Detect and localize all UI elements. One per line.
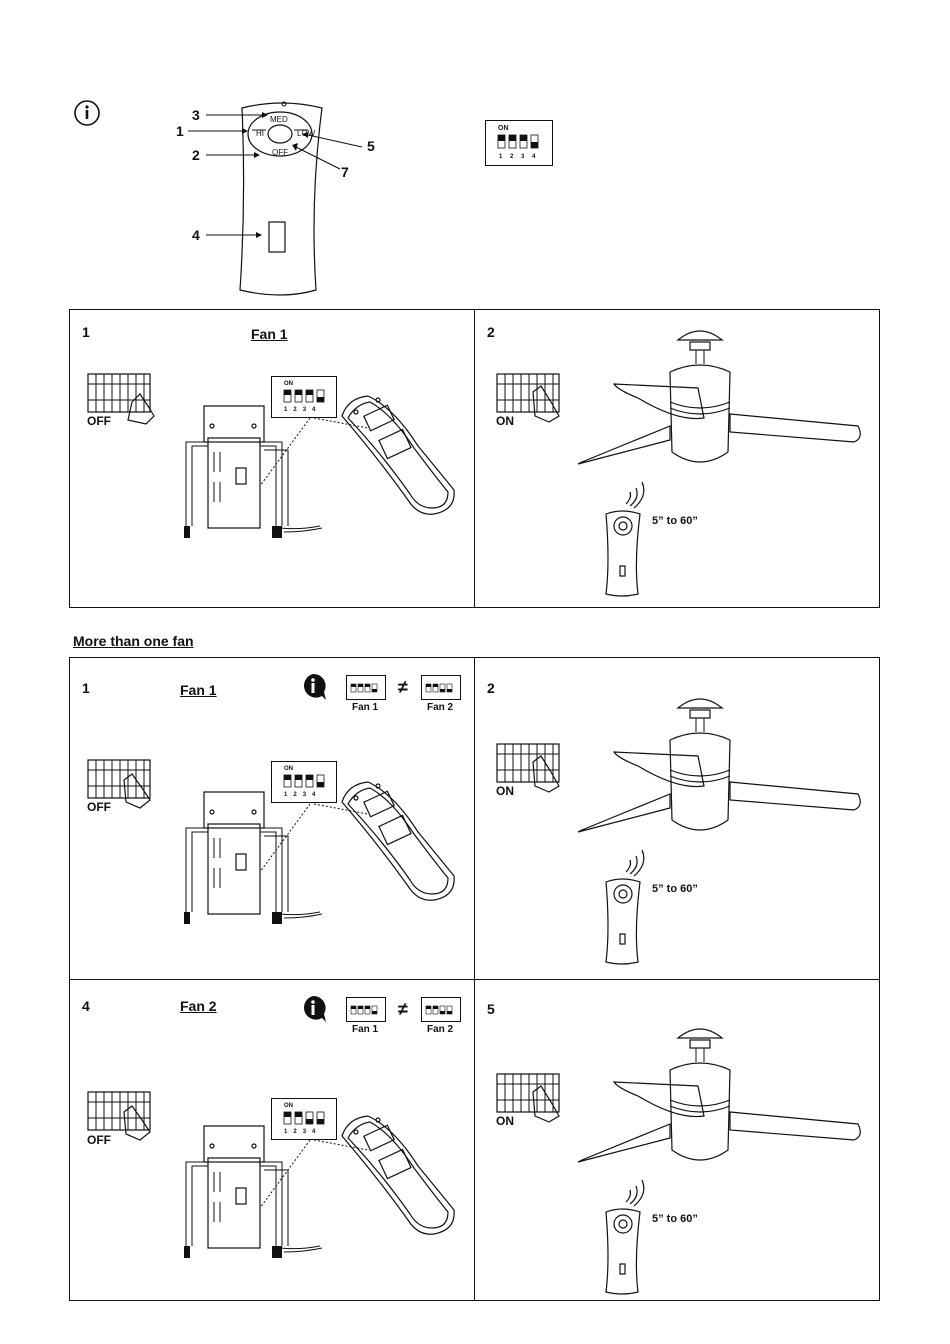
dip-num-1: 1 [499,154,502,160]
panel1-title: Fan 1 [251,326,288,342]
callout-3: 3 [192,107,200,123]
ceiling-fan-illustration [578,690,868,840]
fan1-label: Fan 1 [352,1024,378,1035]
panel5-switch-state: OFF [87,1133,111,1147]
panel6-distance: 5” to 60” [652,1213,698,1225]
info-bubble-icon [300,994,330,1024]
panel1-switch-state: OFF [87,414,111,428]
ceiling-fan-illustration [578,1020,868,1170]
dip-on-label: ON [284,381,293,387]
fan2-label: Fan 2 [427,1024,453,1035]
panel2-distance: 5” to 60” [652,515,698,527]
fan1-dip-mini [346,675,386,700]
panel6-switch-state: ON [496,1114,514,1128]
info-bubble-icon [300,672,330,702]
remote-signal-icon [600,850,660,970]
panel4-switch-state: ON [496,784,514,798]
info-icon [72,98,102,128]
dip-switch-top: ON 1 2 3 4 [485,120,553,166]
callout-5: 5 [367,138,375,154]
panel4-step: 2 [487,680,495,696]
callout-1: 1 [176,123,184,139]
neq-symbol: ≠ [398,999,408,1020]
callout-arrows [200,105,400,265]
dip-num-4: 4 [532,154,535,160]
fan2-label: Fan 2 [427,702,453,713]
neq-symbol: ≠ [398,677,408,698]
callout-2: 2 [192,147,200,163]
remote-signal-icon [600,482,660,602]
panel2-switch-state: ON [496,414,514,428]
remote-back-open [338,392,468,522]
remote-back-open [338,778,468,908]
panel1-step: 1 [82,324,90,340]
fan2-dip-mini [421,675,461,700]
panel5-title: Fan 2 [180,998,217,1014]
fan2-dip-mini [421,997,461,1022]
remote-signal-icon [600,1180,660,1300]
fan1-dip-mini [346,997,386,1022]
fan1-label: Fan 1 [352,702,378,713]
callout-4: 4 [192,227,200,243]
ceiling-fan-illustration [578,322,868,472]
panel6-step: 5 [487,1001,495,1017]
panel4-distance: 5” to 60” [652,883,698,895]
panel5-step: 4 [82,998,90,1014]
panel3-step: 1 [82,680,90,696]
panel3-switch-state: OFF [87,800,111,814]
dip-num-3: 3 [521,154,524,160]
dip-on-label: ON [498,125,509,132]
remote-back-open [338,1112,468,1242]
dip-on-label: ON [284,766,293,772]
dip-on-label: ON [284,1103,293,1109]
callout-7: 7 [341,164,349,180]
dip-num-2: 2 [510,154,513,160]
panel3-title: Fan 1 [180,682,217,698]
panel2-step: 2 [487,324,495,340]
section-title: More than one fan [73,633,194,649]
